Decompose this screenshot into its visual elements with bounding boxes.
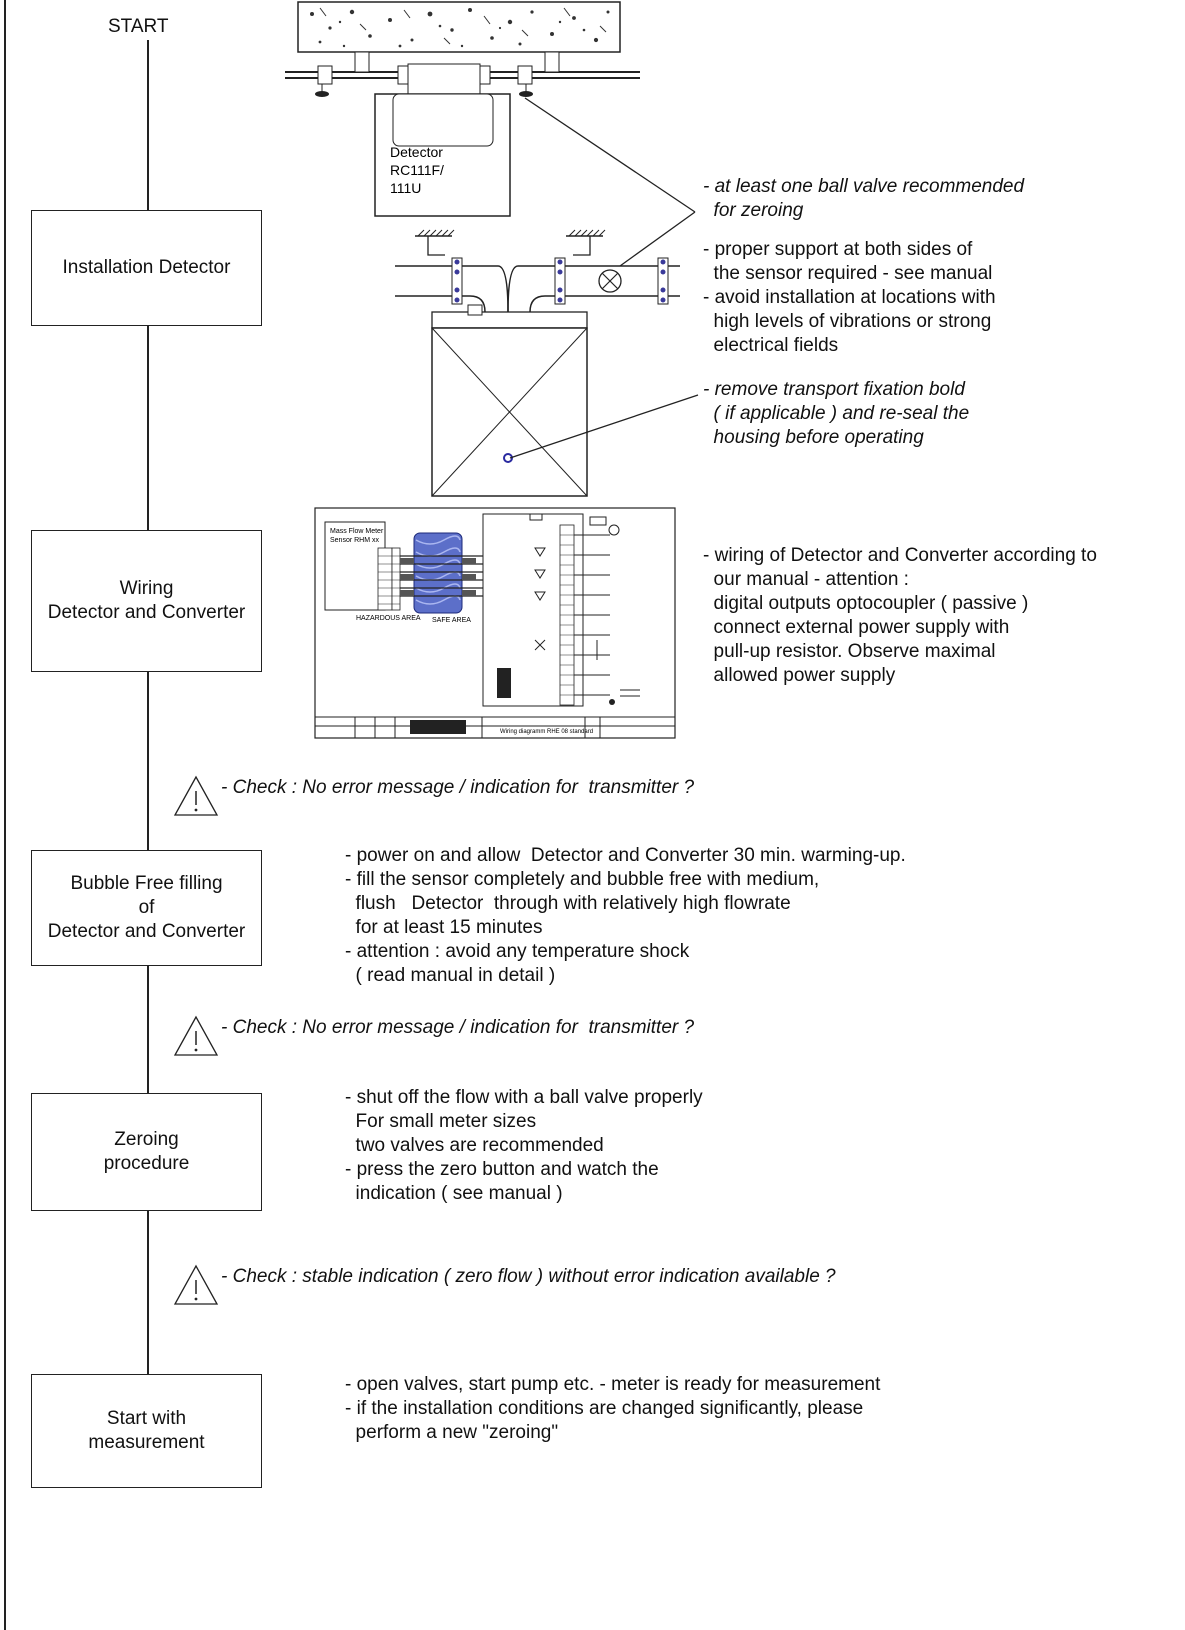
leader-line (524, 97, 696, 213)
flow-connector (147, 40, 149, 210)
safe-area-label: SAFE AREA (432, 617, 471, 624)
wiring-title: Mass Flow Meter (330, 528, 384, 535)
step-label: measurement (88, 1432, 205, 1453)
flow-connector (147, 325, 149, 530)
step-wiring: Wiring Detector and Converter (31, 530, 262, 672)
flow-connector (147, 670, 149, 850)
step-zeroing: Zeroing procedure (31, 1093, 262, 1211)
note-support: - proper support at both sides of the se… (703, 239, 996, 356)
detector-label: 111U (390, 180, 421, 196)
leader-line (509, 394, 699, 459)
warning-triangle-icon (173, 1015, 219, 1056)
step-label: Installation Detector (62, 257, 231, 278)
page-border (4, 0, 6, 1630)
note-filling: - power on and allow Detector and Conver… (345, 845, 906, 986)
note-measurement: - open valves, start pump etc. - meter i… (345, 1374, 881, 1443)
detector-label: Detector (390, 144, 443, 160)
step-bubble-free-filling: Bubble Free filling of Detector and Conv… (31, 850, 262, 966)
step-label: Wiring (119, 578, 174, 599)
warning-triangle-icon (173, 775, 219, 816)
step-label: Detector and Converter (47, 602, 246, 623)
step-label: Start with (106, 1408, 187, 1429)
hazardous-area-label: HAZARDOUS AREA (356, 615, 421, 622)
wiring-footer: Wiring diagramm RHE 08 standard (500, 729, 593, 735)
step-label: Zeroing (114, 1129, 179, 1150)
warning-triangle-icon (173, 1264, 219, 1305)
step-label: procedure (103, 1153, 190, 1174)
wiring-diagram-thumbnail (314, 507, 676, 739)
ceiling-mount-illustration (285, 1, 640, 217)
note-transport-fixation: - remove transport fixation bold ( if ap… (703, 379, 970, 448)
detector-label: RC111F/ (390, 162, 444, 178)
installation-illustration (395, 229, 680, 497)
start-label: START (108, 16, 169, 37)
flow-connector (147, 1210, 149, 1375)
step-start-measurement: Start with measurement (31, 1374, 262, 1488)
note-wiring: - wiring of Detector and Converter accor… (703, 545, 1097, 686)
step-label: Detector and Converter (47, 921, 246, 942)
flow-connector (147, 965, 149, 1093)
step-installation-detector: Installation Detector (31, 210, 262, 326)
note-ball-valve: - at least one ball valve recommended fo… (703, 176, 1025, 221)
check-no-error-1: - Check : No error message / indication … (221, 777, 695, 798)
wiring-title: Sensor RHM xx (330, 537, 380, 544)
leader-line (619, 211, 696, 267)
step-label: Bubble Free filling (70, 873, 223, 894)
check-no-error-2: - Check : No error message / indication … (221, 1017, 695, 1038)
note-zeroing: - shut off the flow with a ball valve pr… (345, 1087, 703, 1204)
check-stable-indication: - Check : stable indication ( zero flow … (221, 1266, 836, 1287)
step-label: of (138, 897, 155, 918)
